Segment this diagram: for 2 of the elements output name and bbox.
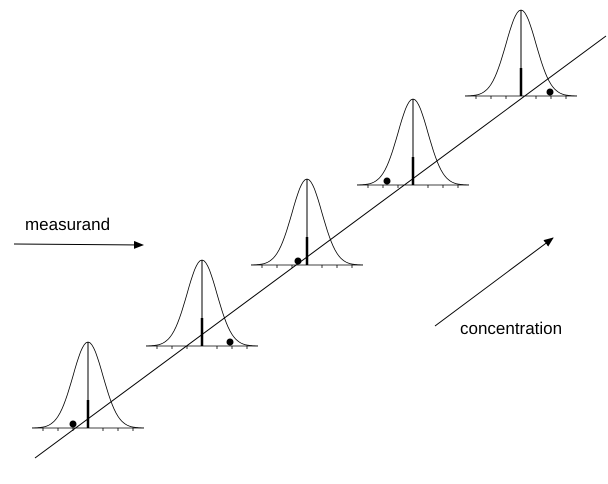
axis-label: measurand xyxy=(25,214,110,236)
axis-label: concentration xyxy=(460,318,562,340)
